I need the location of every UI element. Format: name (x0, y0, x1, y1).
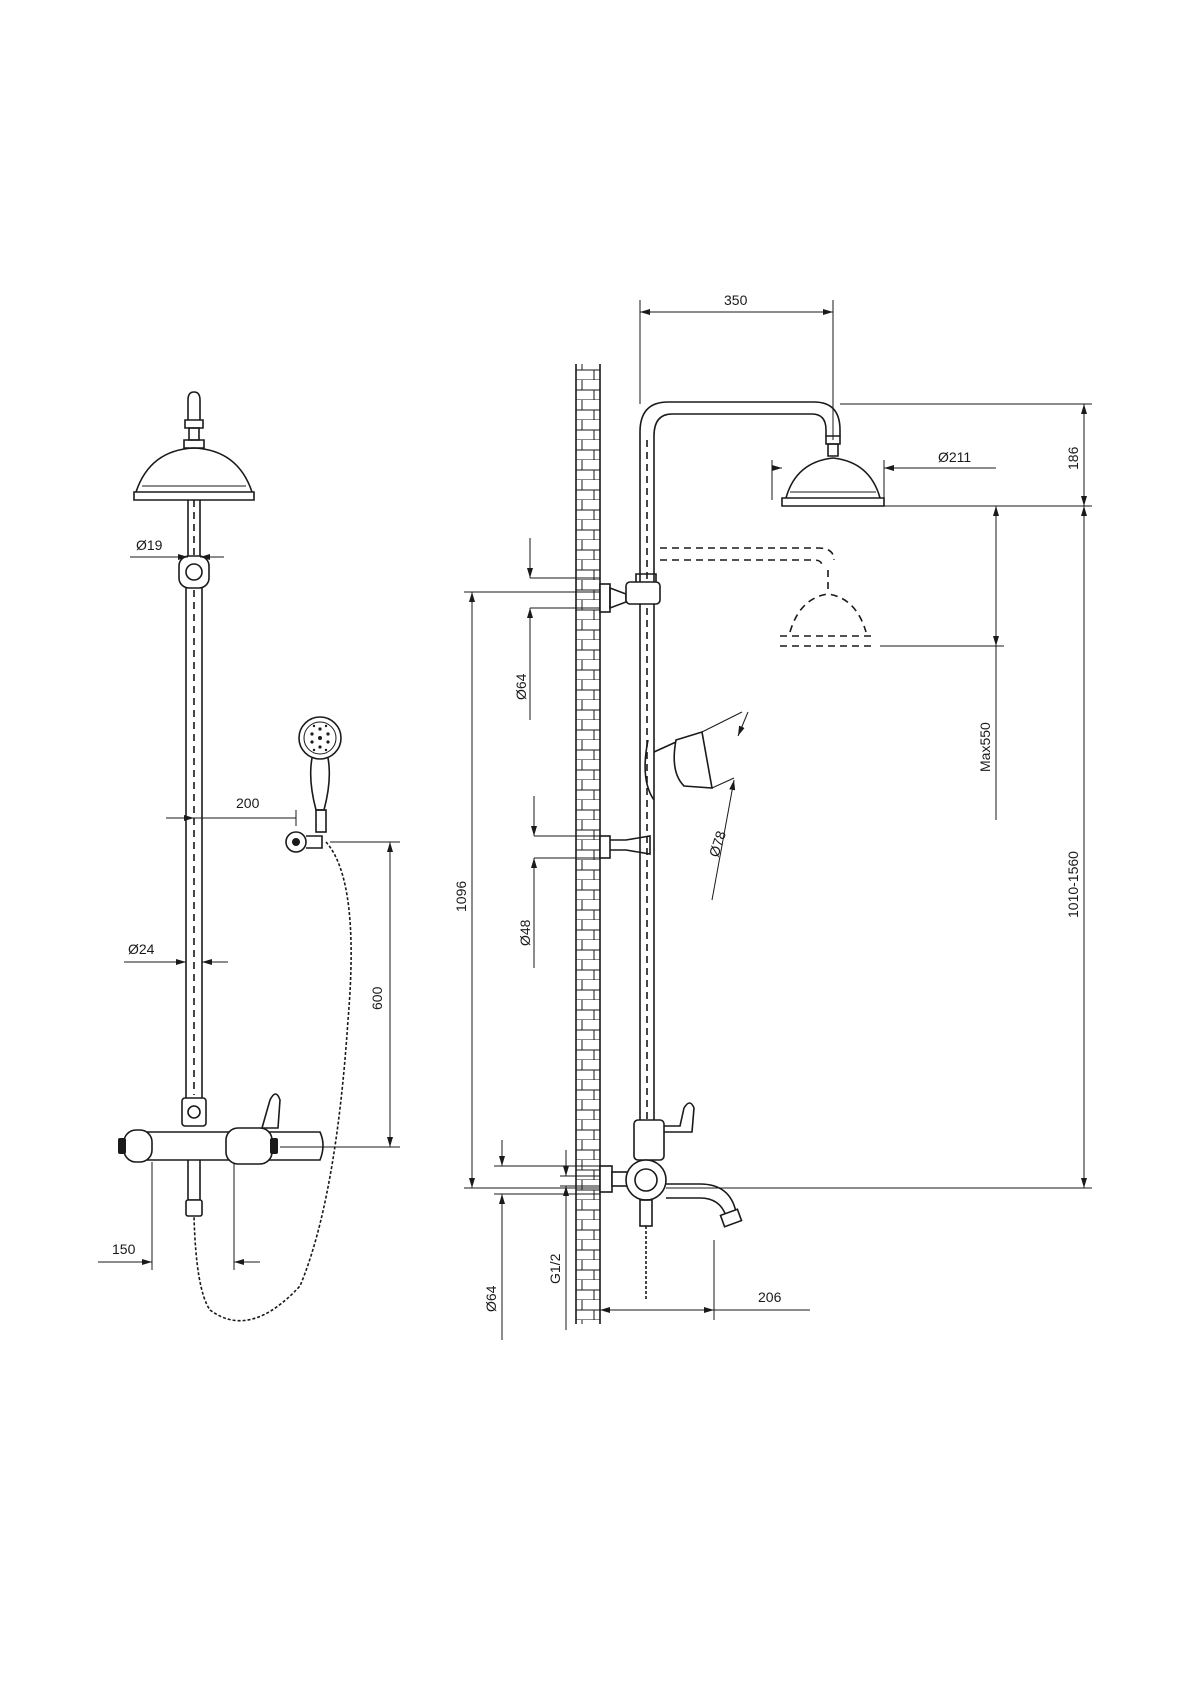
dim-side-escutcheon-dia: Ø64 (483, 1285, 499, 1312)
dim-side-bracket-spacing: 1096 (453, 881, 469, 912)
dim-front-head-pipe-dia: Ø19 (136, 537, 163, 553)
dim-side-handshower-dia: Ø78 (706, 829, 729, 859)
dim-side-head-dia: Ø211 (938, 449, 971, 465)
side-view (575, 364, 885, 1324)
dim-side-lower-bracket-dia: Ø48 (517, 919, 533, 946)
dim-side-slide-travel: Max550 (977, 722, 993, 772)
dim-side-head-height: 186 (1065, 446, 1081, 470)
dim-front-riser-dia: Ø24 (128, 941, 155, 957)
dim-front-inlet-spacing: 150 (112, 1241, 136, 1257)
dim-side-spout-projection: 206 (758, 1289, 782, 1305)
dim-front-handshower-offset: 200 (236, 795, 260, 811)
dim-side-head-projection: 350 (724, 292, 748, 308)
dim-side-upper-bracket-dia: Ø64 (513, 673, 529, 700)
side-dimensions: 350 Ø211 186 Max550 1010-1560 Ø78 1096 (453, 292, 1092, 1340)
front-dimensions: Ø19 200 Ø24 600 150 (98, 537, 400, 1270)
dim-front-holder-height: 600 (369, 986, 385, 1010)
front-view (118, 391, 352, 1322)
dim-side-inlet-thread: G1/2 (547, 1253, 563, 1284)
brick-wall (576, 364, 600, 1324)
dim-side-total-height: 1010-1560 (1065, 851, 1081, 918)
